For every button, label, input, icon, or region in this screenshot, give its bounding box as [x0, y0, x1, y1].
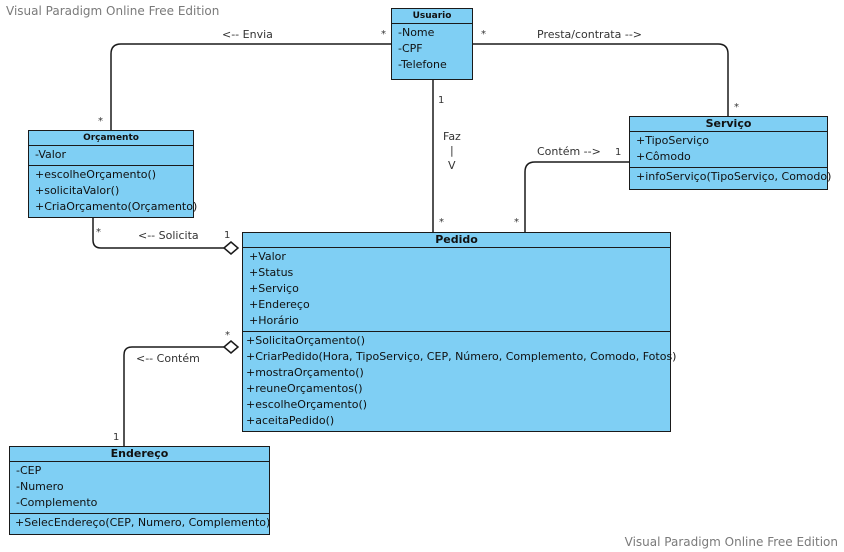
class-endereco-attributes: -CEP -Numero -Complemento [10, 462, 269, 514]
class-usuario-title: Usuario [392, 9, 472, 24]
attribute: -CEP [16, 464, 42, 477]
operation: +aceitaPedido() [246, 414, 335, 427]
label-faz: Faz [443, 130, 461, 143]
class-servico-attributes: +TipoServiço +Cômodo [630, 132, 827, 168]
mult-envia-orcamento: * [98, 116, 103, 127]
attribute: +Serviço [249, 282, 299, 295]
label-faz-bar: | [450, 144, 454, 157]
class-orcamento-operations: +escolheOrçamento() +solicitaValor() +Cr… [29, 166, 198, 217]
attribute: -Complemento [16, 496, 98, 509]
class-pedido[interactable]: Pedido +Valor +Status +Serviço +Endereço… [242, 232, 677, 432]
aggregation-diamond-endereco [222, 340, 240, 354]
mult-contem-servico-pedido: * [514, 217, 519, 228]
attribute: +Cômodo [636, 150, 691, 163]
class-servico[interactable]: Serviço +TipoServiço +Cômodo +infoServiç… [629, 116, 832, 190]
label-faz-arrow: V [448, 159, 456, 172]
mult-presta-servico: * [734, 102, 739, 113]
line-contem-servico [524, 161, 629, 232]
operation: +SelecEndereço(CEP, Numero, Complemento) [15, 516, 271, 529]
attribute: +Status [249, 266, 294, 279]
operation: +CriarPedido(Hora, TipoServiço, CEP, Núm… [246, 350, 677, 363]
aggregation-diamond-solicita [222, 241, 240, 255]
label-contem-endereco: <-- Contém [136, 352, 200, 365]
attribute: +Valor [249, 250, 286, 263]
label-presta: Presta/contrata --> [537, 28, 643, 41]
operation: +SolicitaOrçamento() [246, 334, 366, 347]
class-usuario[interactable]: Usuario -Nome -CPF -Telefone [391, 8, 473, 80]
operation: +reuneOrçamentos() [246, 382, 363, 395]
mult-contem-servico-servico: 1 [615, 147, 622, 158]
class-pedido-attributes: +Valor +Status +Serviço +Endereço +Horár… [243, 248, 670, 332]
operation: +mostraOrçamento() [246, 366, 364, 379]
mult-contem-endereco-endereco: 1 [113, 432, 120, 443]
label-contem-servico: Contém --> [537, 145, 601, 158]
class-servico-operations: +infoServiço(TipoServiço, Comodo) [630, 168, 832, 187]
class-endereco-operations: +SelecEndereço(CEP, Numero, Complemento) [10, 514, 271, 533]
operation: +escolheOrçamento() [246, 398, 368, 411]
operation: +escolheOrçamento() [35, 168, 157, 181]
line-contem-endereco [123, 346, 224, 446]
mult-solicita-orcamento: * [96, 227, 101, 238]
attribute: +Endereço [249, 298, 310, 311]
line-envia [110, 43, 391, 130]
operation: +solicitaValor() [35, 184, 120, 197]
operation: +infoServiço(TipoServiço, Comodo) [636, 170, 832, 183]
class-orcamento-attributes: -Valor [29, 146, 193, 166]
attribute: +Horário [249, 314, 299, 327]
class-endereco-title: Endereço [10, 447, 269, 462]
attribute: -Telefone [398, 58, 447, 71]
class-pedido-title: Pedido [243, 233, 670, 248]
class-servico-title: Serviço [630, 117, 827, 132]
attribute: -CPF [398, 42, 423, 55]
class-pedido-operations: +SolicitaOrçamento() +CriarPedido(Hora, … [243, 332, 677, 431]
operation: +CriaOrçamento(Orçamento) [35, 200, 198, 213]
watermark-top: Visual Paradigm Online Free Edition [6, 4, 220, 18]
attribute: -Nome [398, 26, 435, 39]
mult-solicita-pedido: 1 [224, 230, 231, 241]
watermark-bottom: Visual Paradigm Online Free Edition [624, 535, 838, 549]
mult-presta-usuario: * [481, 29, 486, 40]
attribute: -Valor [35, 148, 67, 161]
mult-envia-usuario: * [381, 29, 386, 40]
class-orcamento-title: Orçamento [29, 131, 193, 146]
mult-faz-usuario: 1 [438, 95, 445, 106]
class-usuario-attributes: -Nome -CPF -Telefone [392, 24, 472, 75]
mult-contem-endereco-pedido: * [225, 330, 230, 341]
line-presta [472, 43, 729, 116]
class-orcamento[interactable]: Orçamento -Valor +escolheOrçamento() +so… [28, 130, 198, 218]
label-envia: <-- Envia [222, 28, 273, 41]
line-solicita [92, 218, 224, 249]
attribute: -Numero [16, 480, 64, 493]
label-solicita: <-- Solicita [138, 229, 199, 242]
class-endereco[interactable]: Endereço -CEP -Numero -Complemento +Sele… [9, 446, 270, 535]
mult-faz-pedido: * [439, 217, 444, 228]
attribute: +TipoServiço [636, 134, 709, 147]
